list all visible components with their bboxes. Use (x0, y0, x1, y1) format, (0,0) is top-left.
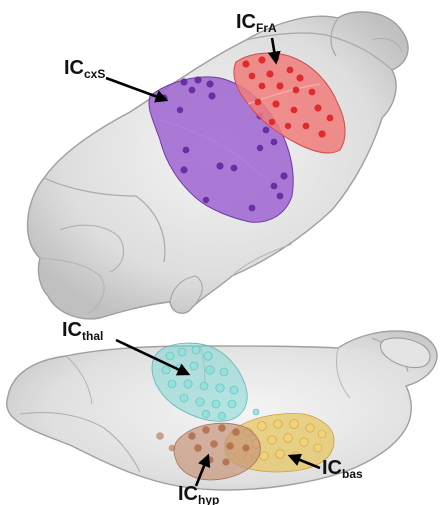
label-ic-cxs: ICcxS (64, 57, 105, 81)
label-ic-fra: ICFrA (236, 11, 277, 35)
svg-text:ICcxS: ICcxS (64, 57, 105, 81)
label-ic-thal: ICthal (62, 319, 103, 343)
svg-text:ICthal: ICthal (62, 319, 103, 343)
svg-text:ICFrA: ICFrA (236, 11, 277, 35)
arrow-cxs (106, 78, 166, 100)
